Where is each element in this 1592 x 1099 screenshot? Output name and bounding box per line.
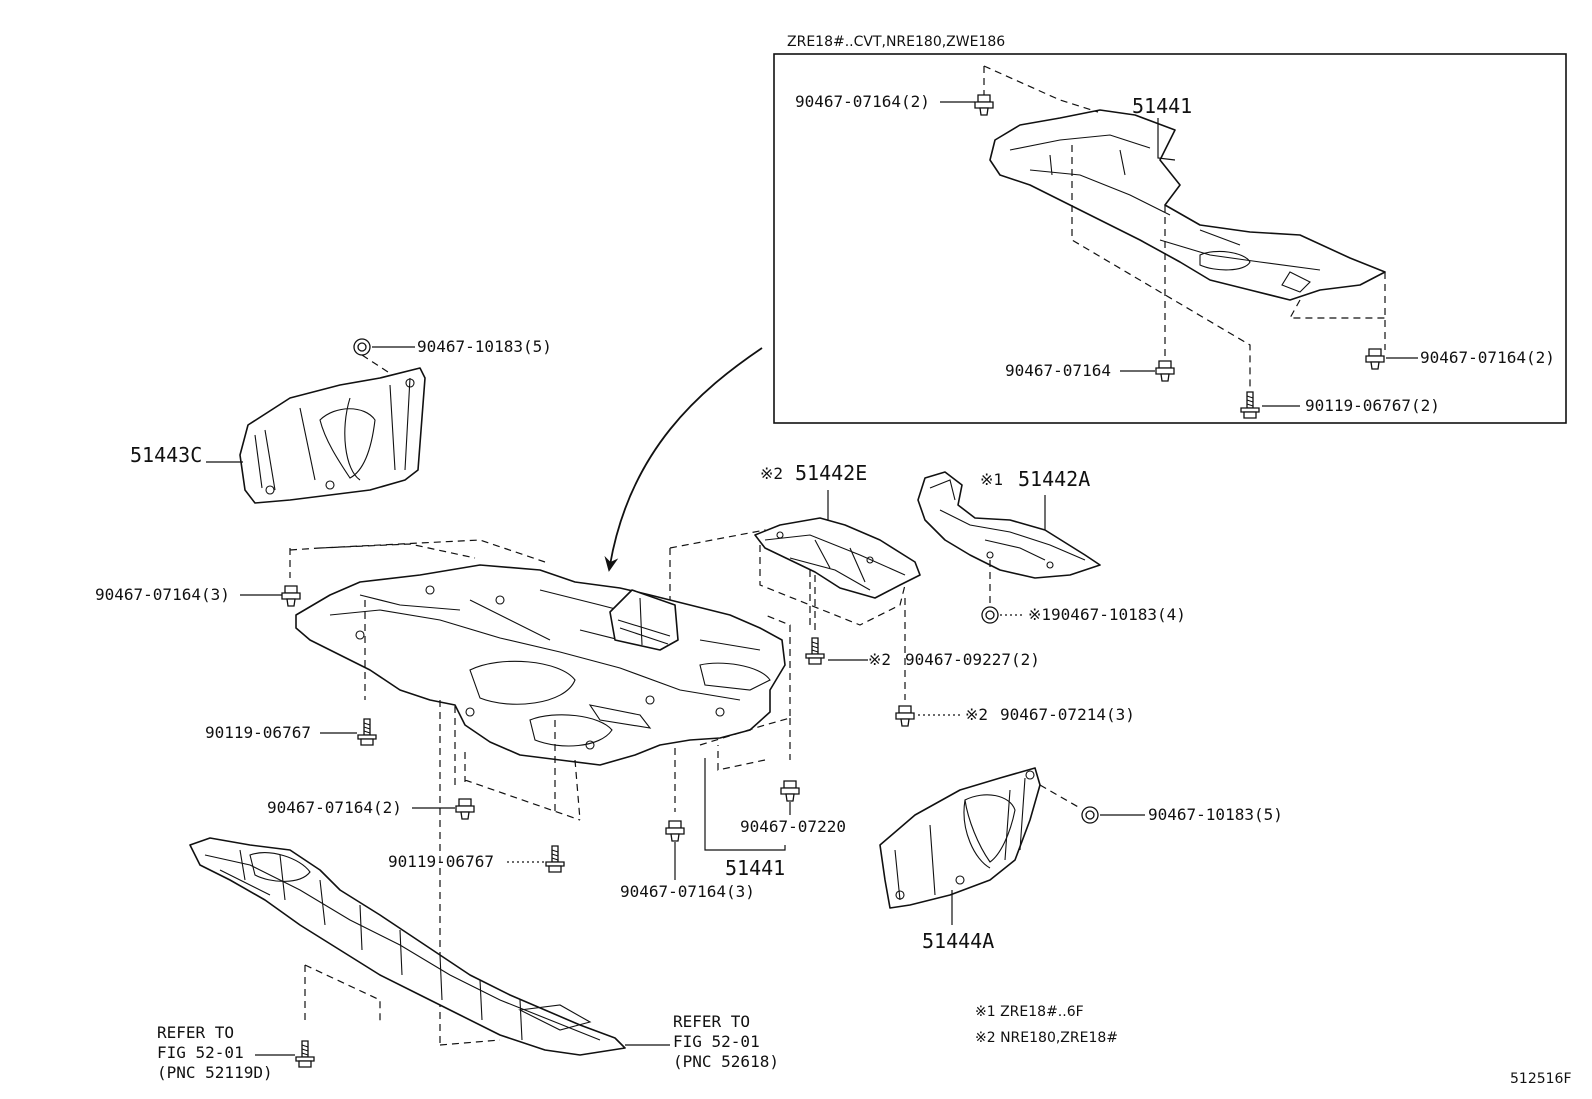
note-1: ※1 ZRE18#..6F — [975, 1004, 1084, 1020]
note-2: ※2 NRE180,ZRE18# — [975, 1030, 1118, 1046]
clip-07164-bottom-icon — [665, 820, 685, 842]
inset-title: ZRE18#..CVT,NRE180,ZWE186 — [787, 34, 1005, 50]
bolt-mid-icon — [545, 845, 565, 873]
label-51442e: 51442E — [795, 461, 867, 485]
label-51444a-clip: 90467-10183(5) — [1148, 805, 1283, 824]
inset-label-clip-tl: 90467-07164(2) — [795, 92, 930, 111]
part-51441-main — [295, 564, 786, 766]
label-clip-left: 90467-07164(3) — [95, 585, 230, 604]
inset-panel: ZRE18#..CVT,NRE180,ZWE186 90467-07164(2)… — [773, 34, 1567, 424]
part-51442e — [754, 517, 921, 599]
label-clip-mid: 90467-07164(2) — [267, 798, 402, 817]
clip-07164-left-icon — [281, 585, 301, 607]
inset-clip-top-left-icon — [974, 94, 994, 116]
label-bolt-09227: 90467-09227(2) — [905, 650, 1040, 669]
label-bolt-left: 90119-06767 — [205, 723, 311, 742]
part-bumper-absorber — [189, 837, 626, 1056]
inset-label-part: 51441 — [1132, 94, 1192, 118]
inset-part-51441 — [989, 109, 1386, 301]
label-51443c: 51443C — [130, 443, 202, 467]
refer-right-line1: REFER TO — [673, 1012, 750, 1031]
label-51442a-clip: ※190467-10183(4) — [1028, 605, 1186, 624]
label-clip-bottom: 90467-07164(3) — [620, 882, 755, 901]
refer-right-line3: (PNC 52618) — [673, 1052, 779, 1071]
inset-clip-bottom-right-icon — [1365, 348, 1385, 370]
part-51442a — [917, 471, 1101, 579]
part-51443c — [239, 367, 426, 504]
clip-07220-icon — [780, 780, 800, 802]
inset-label-clip-bl: 90467-07164 — [1005, 361, 1111, 380]
clip-10183-top-icon — [353, 338, 371, 356]
inset-label-clip-br: 90467-07164(2) — [1420, 348, 1555, 367]
bolt-09227-icon — [805, 637, 825, 665]
clip-07164-mid-icon — [455, 798, 475, 820]
inset-bolt-icon — [1240, 391, 1260, 419]
clip-10183-51442a-icon — [981, 606, 999, 624]
bolt-left-icon — [357, 718, 377, 746]
inset-frame — [773, 53, 1567, 424]
label-51444a: 51444A — [922, 929, 994, 953]
mark-bolt-09227: ※2 — [868, 650, 891, 669]
bolt-refer-left-icon — [295, 1040, 315, 1068]
clip-10183-51444a-icon — [1081, 806, 1099, 824]
label-51441-main: 51441 — [725, 856, 785, 880]
refer-left-line2: FIG 52-01 — [157, 1043, 244, 1062]
figure-id: 512516F — [1510, 1071, 1572, 1087]
clip-07214-icon — [895, 705, 915, 727]
mark-51442a: ※1 — [980, 470, 1003, 489]
mark-clip-07214: ※2 — [965, 705, 988, 724]
inset-label-bolt: 90119-06767(2) — [1305, 396, 1440, 415]
part-51444a — [879, 767, 1041, 909]
refer-left-line1: REFER TO — [157, 1023, 234, 1042]
label-51442a: 51442A — [1018, 467, 1090, 491]
inset-clip-bottom-left-icon — [1155, 360, 1175, 382]
label-bolt-mid: 90119-06767 — [388, 852, 494, 871]
reference-arrow — [604, 347, 763, 572]
mark-51442e: ※2 — [760, 464, 783, 483]
refer-right-line2: FIG 52-01 — [673, 1032, 760, 1051]
label-clip-07214: 90467-07214(3) — [1000, 705, 1135, 724]
label-clip-07220: 90467-07220 — [740, 817, 846, 836]
refer-left-line3: (PNC 52119D) — [157, 1063, 273, 1082]
label-51443c-clip: 90467-10183(5) — [417, 337, 552, 356]
